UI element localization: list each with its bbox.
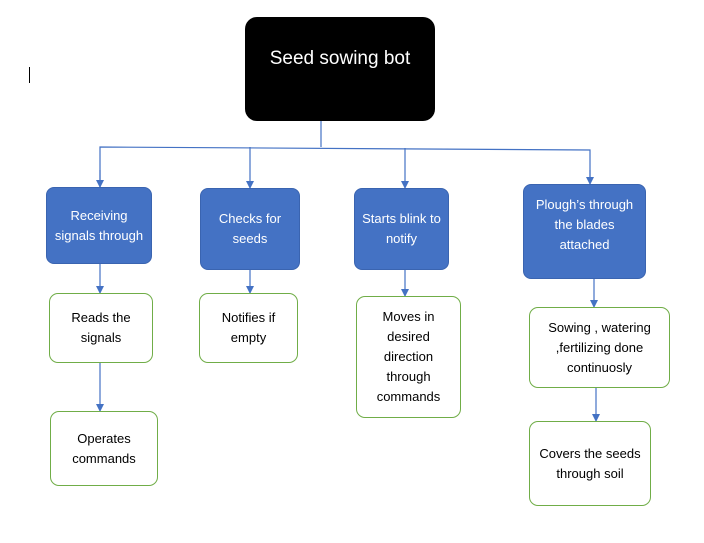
child-label-reads: Reads the signals [71,310,131,345]
root-node: Seed sowing bot [245,17,435,121]
branch-bar-line [99,146,591,187]
text-cursor [29,67,30,83]
branch-label-starts: Starts blink to notify [362,211,441,246]
branch-label-checks: Checks for seeds [218,211,282,246]
child-label-moves: Moves in desired direction through comma… [376,309,441,404]
child-node-covers: Covers the seeds through soil [529,421,651,506]
child-label-operates: Operates commands [72,430,136,466]
branch-node-receiving: Receiving signals through [46,187,152,264]
branch-node-starts: Starts blink to notify [354,188,449,270]
child-node-moves: Moves in desired direction through comma… [356,296,461,418]
child-label-sowing: Sowing , watering ,fertilizing done cont… [548,319,651,375]
branch-node-ploughs: Plough’s through the blades attached [523,184,646,279]
child-node-sowing: Sowing , watering ,fertilizing done cont… [529,307,670,388]
branch-label-receiving: Receiving signals through [54,207,144,243]
child-node-notifies: Notifies if empty [199,293,298,363]
child-label-notifies: Notifies if empty [221,310,276,345]
root-label: Seed sowing bot [269,48,411,69]
branch-node-checks: Checks for seeds [200,188,300,270]
child-label-covers: Covers the seeds through soil [539,445,641,481]
child-node-operates: Operates commands [50,411,158,486]
child-node-reads: Reads the signals [49,293,153,363]
branch-label-ploughs: Plough’s through the blades attached [535,197,634,252]
